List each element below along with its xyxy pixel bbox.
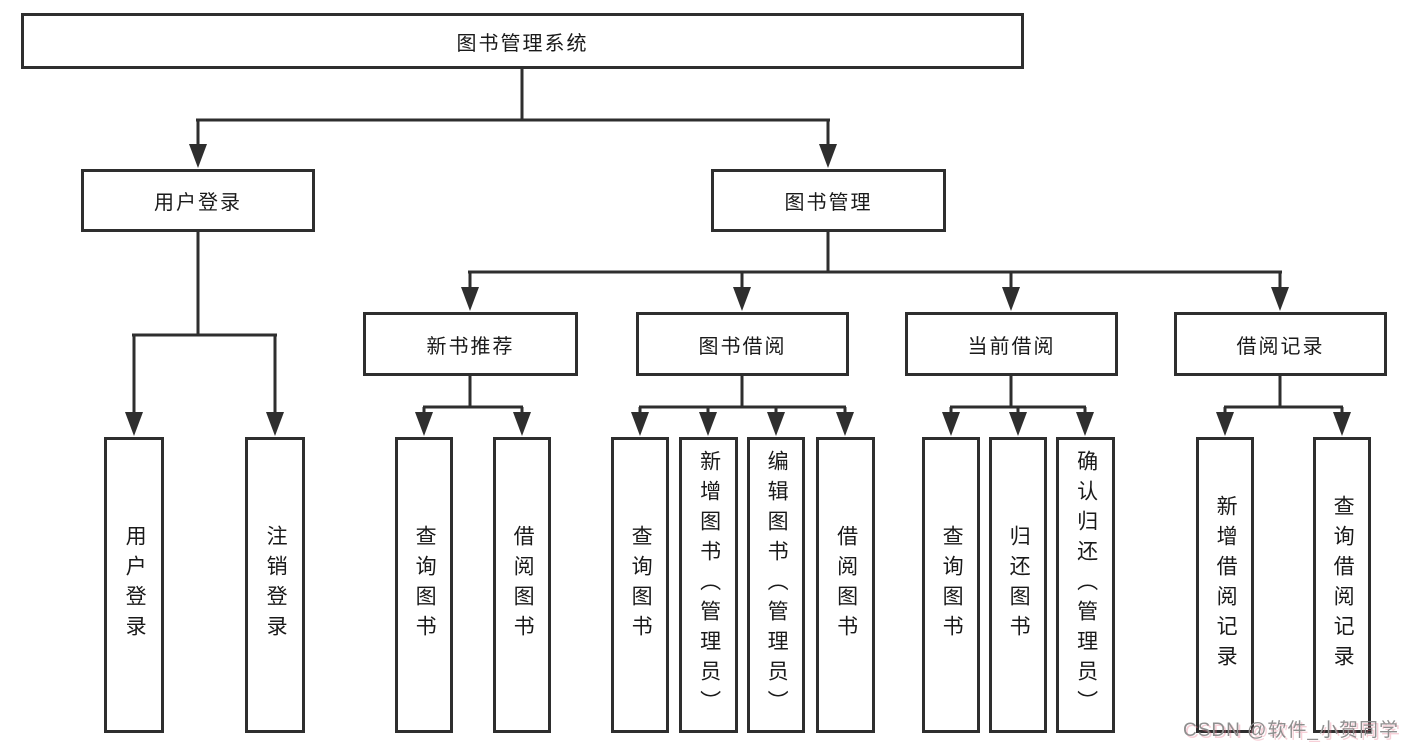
node-user-login: 用户登录 <box>81 169 315 232</box>
leaf-label: 新增图书（管理员） <box>697 450 721 720</box>
leaf-label: 查询图书 <box>413 525 437 645</box>
leaf-query-books-3: 查询图书 <box>922 437 980 733</box>
leaf-return-books: 归还图书 <box>989 437 1047 733</box>
leaf-label: 确认归还（管理员） <box>1074 450 1098 720</box>
leaf-confirm-return-admin: 确认归还（管理员） <box>1056 437 1115 733</box>
node-book-management: 图书管理 <box>711 169 946 232</box>
leaf-label: 查询图书 <box>940 525 964 645</box>
leaf-label: 新增借阅记录 <box>1214 495 1238 675</box>
leaf-label: 查询图书 <box>629 525 653 645</box>
leaf-add-books-admin: 新增图书（管理员） <box>679 437 738 733</box>
leaf-label: 用户登录 <box>123 525 147 645</box>
node-new-book-recommend: 新书推荐 <box>363 312 578 376</box>
leaf-label: 归还图书 <box>1007 525 1031 645</box>
node-book-borrowing: 图书借阅 <box>636 312 849 376</box>
leaf-borrow-books-1: 借阅图书 <box>493 437 551 733</box>
leaf-label: 编辑图书（管理员） <box>765 450 789 720</box>
leaf-query-books-1: 查询图书 <box>395 437 453 733</box>
leaf-query-books-2: 查询图书 <box>611 437 669 733</box>
leaf-add-borrow-record: 新增借阅记录 <box>1196 437 1254 733</box>
arrowheads <box>125 144 1351 436</box>
leaf-label: 查询借阅记录 <box>1331 495 1355 675</box>
leaf-label: 注销登录 <box>264 525 288 645</box>
leaf-logout: 注销登录 <box>245 437 305 733</box>
leaf-query-borrow-record: 查询借阅记录 <box>1313 437 1371 733</box>
leaf-edit-books-admin: 编辑图书（管理员） <box>747 437 805 733</box>
node-current-borrowing: 当前借阅 <box>905 312 1118 376</box>
leaf-borrow-books-2: 借阅图书 <box>816 437 875 733</box>
node-borrow-records: 借阅记录 <box>1174 312 1387 376</box>
leaf-user-login: 用户登录 <box>104 437 164 733</box>
leaf-label: 借阅图书 <box>834 525 858 645</box>
node-root-system: 图书管理系统 <box>21 13 1024 69</box>
csdn-watermark: CSDN @软件_小贺同学 <box>1183 720 1399 741</box>
leaf-label: 借阅图书 <box>511 525 535 645</box>
